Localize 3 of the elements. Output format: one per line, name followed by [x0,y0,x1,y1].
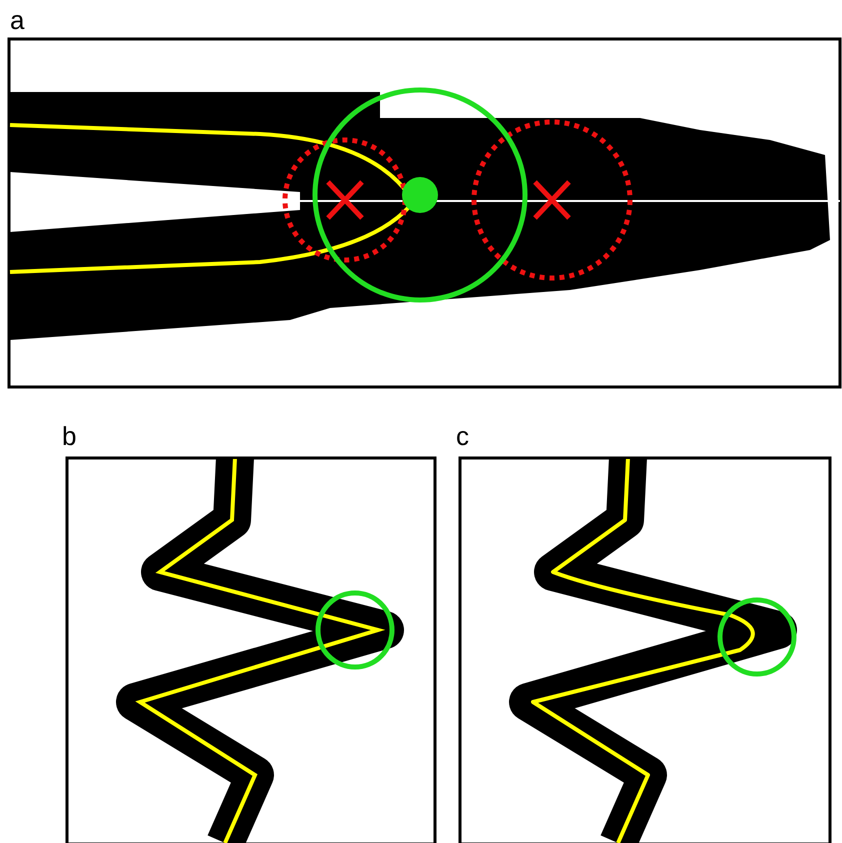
panel-label: c [456,422,469,450]
panel-label: a [10,6,24,34]
panel-label: b [62,422,76,450]
